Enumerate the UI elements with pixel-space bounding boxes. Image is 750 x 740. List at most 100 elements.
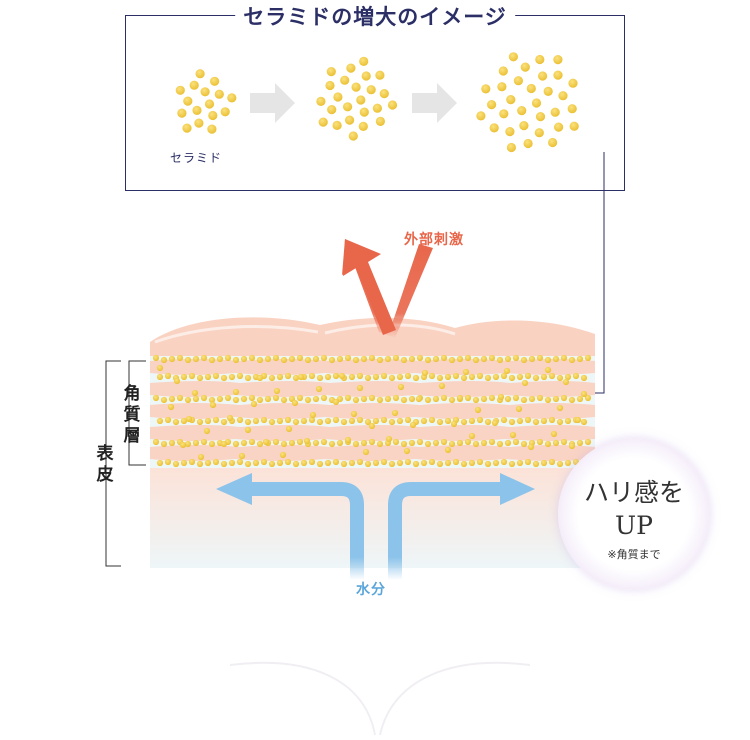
ceramide-dot (372, 417, 380, 425)
ceramide-dot (515, 405, 523, 413)
stratum-corneum-bracket (128, 360, 146, 466)
ceramide-dot (562, 378, 570, 386)
ceramide-dot (520, 440, 528, 448)
ceramide-dot (208, 356, 216, 364)
ceramide-dot (209, 401, 217, 409)
ceramide-dot (508, 52, 518, 62)
corneocyte-bands (150, 359, 595, 461)
ceramide-dot (538, 71, 548, 81)
ceramide-dot (508, 418, 516, 426)
ceramide-dot (379, 89, 389, 99)
ceramide-dot (564, 373, 572, 381)
ceramide-dot (364, 460, 372, 468)
ceramide-dot (325, 80, 335, 91)
ceramide-dot (505, 127, 515, 137)
ceramide-dot (512, 394, 520, 402)
ceramide-dot (308, 458, 316, 466)
ceramide-dot (212, 458, 220, 466)
water-arrow-right-head (500, 473, 535, 505)
ceramide-dot (361, 71, 371, 81)
ceramide-dot (252, 417, 260, 425)
ceramide-dot (476, 372, 484, 380)
ceramide-dot (160, 440, 168, 448)
ceramide-dot (576, 395, 584, 403)
ceramide-dot (391, 409, 399, 417)
ceramide-dot (352, 440, 360, 448)
ceramide-dot (296, 394, 304, 402)
ceramide-dot (308, 416, 316, 424)
ceramide-cluster-small (175, 69, 237, 134)
ceramide-dot (464, 394, 472, 402)
ceramide-dot (356, 416, 364, 424)
ceramide-dot (409, 421, 417, 429)
ceramide-dot (179, 441, 187, 449)
ceramide-dot (440, 354, 448, 362)
ceramide-caption: セラミド (170, 151, 223, 165)
ceramide-dot (256, 396, 264, 404)
ceramide-dot (327, 105, 337, 115)
ceramide-dot (185, 415, 193, 423)
ceramide-dot (216, 395, 224, 403)
ceramide-dot (250, 400, 258, 408)
ceramide-dot (152, 438, 160, 446)
ceramide-dot (360, 395, 368, 403)
ceramide-dot (487, 100, 497, 110)
corneocyte-band (150, 445, 595, 461)
ceramide-dot (272, 438, 280, 446)
ceramide-dot (456, 394, 464, 402)
ceramide-dot (552, 395, 560, 403)
ceramide-dot (387, 100, 398, 110)
ceramide-dot (375, 116, 385, 126)
grow-arrow-1 (250, 83, 295, 123)
ceramide-dot (192, 355, 200, 363)
ceramide-cluster-large (476, 52, 579, 153)
ceramide-dot (328, 440, 336, 448)
ceramide-dot (284, 458, 292, 466)
ceramide-dot (400, 356, 408, 364)
ceramide-dot (556, 404, 564, 412)
ceramide-dot (297, 373, 305, 381)
ceramide-dot (360, 355, 368, 363)
ceramide-dot (388, 418, 396, 426)
ceramide-dot (172, 460, 180, 468)
ceramide-dot (503, 367, 511, 375)
ceramide-dot (424, 356, 432, 364)
ceramide-dot (450, 420, 458, 428)
badge-headline: ハリ感を UP (558, 476, 710, 542)
ceramide-dot (568, 78, 578, 88)
ceramide-dot (584, 438, 592, 446)
ceramide-dot (352, 396, 360, 404)
ceramide-dot (300, 459, 308, 467)
ceramide-dot (576, 439, 584, 447)
ceramide-dot (156, 417, 164, 425)
epidermis-label: 表皮 (96, 444, 114, 485)
ceramide-dot (569, 121, 579, 131)
ceramide-dot (364, 418, 372, 426)
ceramide-dot (316, 96, 326, 106)
ceramide-dot (244, 374, 252, 382)
ceramide-dot (168, 395, 176, 403)
ceramide-dot (220, 440, 228, 448)
ceramide-dot (276, 373, 284, 381)
ceramide-dot (292, 418, 300, 426)
ceramide-dot (512, 438, 520, 446)
ceramide-dot (564, 417, 572, 425)
ceramide-dot (346, 63, 356, 73)
ceramide-dot (216, 355, 224, 363)
ceramide-dot (344, 354, 352, 362)
ceramide-dot (220, 460, 228, 468)
ceramide-dot (232, 440, 240, 448)
water-arrow (252, 482, 500, 580)
ceramide-dot (534, 128, 544, 138)
ceramide-dot (489, 123, 499, 133)
water-label: 水分 (356, 582, 386, 598)
ceramide-dot (180, 417, 188, 425)
ceramide-dot (531, 98, 542, 108)
ceramide-dot (272, 354, 280, 362)
ceramide-dot (368, 438, 376, 446)
ceramide-dot (460, 460, 468, 468)
ceramide-dot (404, 416, 412, 424)
ceramide-dot (460, 374, 468, 382)
ceramide-dot (388, 374, 396, 382)
ceramide-dot (564, 459, 572, 467)
